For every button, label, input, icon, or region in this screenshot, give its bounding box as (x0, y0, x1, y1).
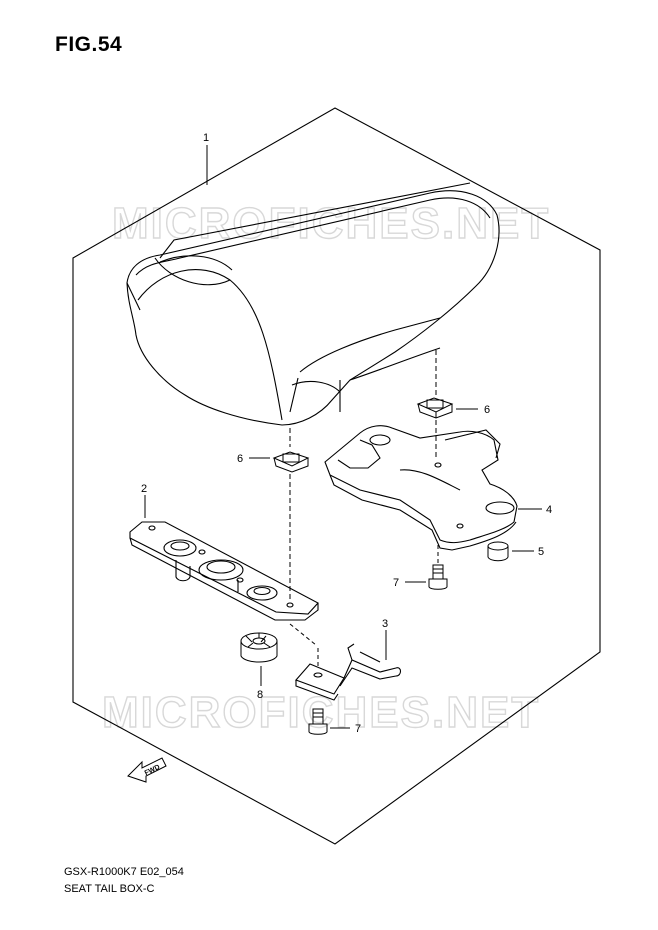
figure-title: FIG.54 (55, 33, 123, 56)
callout-5: 5 (538, 546, 544, 558)
bolt-lower (308, 708, 328, 735)
bolt-upper (428, 564, 448, 590)
section-name: SEAT TAIL BOX-C (64, 883, 155, 895)
plate-2 (129, 521, 319, 621)
seat-tail-cover (126, 182, 500, 426)
callout-8: 8 (257, 689, 263, 701)
bracket-4 (324, 425, 518, 551)
dash-line-clamp (289, 623, 317, 646)
speed-nut-right (416, 397, 454, 419)
callout-6-right: 6 (484, 404, 490, 416)
callout-6-left: 6 (237, 453, 243, 465)
cushion-5 (487, 541, 509, 562)
speed-nut-left (272, 451, 310, 473)
kit-frame (72, 107, 601, 845)
callout-4: 4 (546, 504, 552, 516)
grommet-8 (240, 632, 278, 663)
callout-2: 2 (141, 483, 147, 495)
watermark-bottom: MICROFICHES.NET (102, 688, 540, 737)
callout-7-upper: 7 (393, 577, 399, 589)
callout-3: 3 (382, 618, 388, 630)
clamp-3 (295, 643, 402, 701)
callout-7-lower: 7 (355, 723, 361, 735)
callout-1: 1 (203, 132, 209, 144)
model-code: GSX-R1000K7 E02_054 (64, 866, 184, 878)
forward-arrow-icon: FWD (127, 757, 167, 783)
